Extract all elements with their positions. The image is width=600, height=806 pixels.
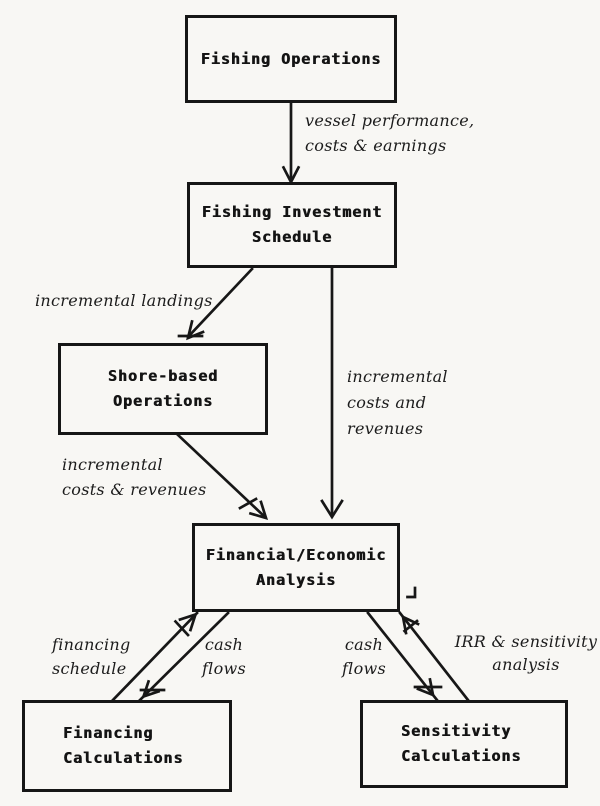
stray-scan-mark	[406, 586, 417, 599]
arrow-incremental-costs-revenues	[176, 433, 269, 520]
node-sensitivity-calculations: Sensitivity Calculations	[360, 700, 568, 788]
arrow-incremental-landings	[177, 267, 254, 341]
node-fishing-operations-label: Fishing Operations	[200, 49, 382, 68]
label-irr-sensitivity-analysis: IRR & sensitivity analysis	[454, 632, 598, 674]
node-sensitivity-calculations-label-line1: Sensitivity	[401, 722, 512, 740]
label-financing-schedule: financing schedule	[52, 635, 131, 678]
arrow-financing-schedule	[111, 611, 199, 702]
node-financing-calculations: Financing Calculations	[22, 700, 232, 792]
node-financial-economic-analysis-label-line2: Analysis	[255, 570, 337, 589]
node-financing-calculations-label-line2: Calculations	[63, 749, 184, 767]
label-cash-flows-left: cash flows	[201, 635, 247, 678]
node-financial-economic-analysis-label-line1: Financial/Economic	[205, 545, 387, 564]
arrow-cash-flows-right	[366, 611, 443, 702]
arrow-cash-flows-left	[138, 611, 230, 702]
label-cash-flows-right: cash flows	[341, 635, 387, 678]
node-fishing-investment-schedule-label-line2: Schedule	[251, 228, 333, 246]
node-shore-based-operations-label-line1: Shore-based	[107, 367, 219, 385]
node-fishing-operations: Fishing Operations	[185, 15, 397, 103]
node-sensitivity-calculations-label-line2: Calculations	[401, 747, 522, 765]
node-financial-economic-analysis: Financial/Economic Analysis	[192, 523, 400, 612]
arrow-vessel-performance	[281, 101, 301, 185]
arrow-incremental-costs-and-revenues	[320, 266, 344, 520]
arrow-irr-sensitivity-analysis	[398, 611, 470, 702]
label-vessel-performance: vessel performance, costs & earnings	[305, 111, 475, 155]
node-fishing-investment-schedule-label-line1: Fishing Investment	[201, 203, 383, 221]
label-incremental-costs-and-revenues: incremental costs and revenues	[347, 367, 448, 438]
label-incremental-landings: incremental landings	[35, 291, 213, 310]
node-financing-calculations-label-line1: Financing	[63, 724, 154, 742]
node-shore-based-operations: Shore-based Operations	[58, 343, 268, 435]
node-fishing-investment-schedule: Fishing Investment Schedule	[187, 182, 397, 268]
label-incremental-costs-revenues: incremental costs & revenues	[62, 455, 207, 499]
node-shore-based-operations-label-line2: Operations	[112, 392, 214, 410]
